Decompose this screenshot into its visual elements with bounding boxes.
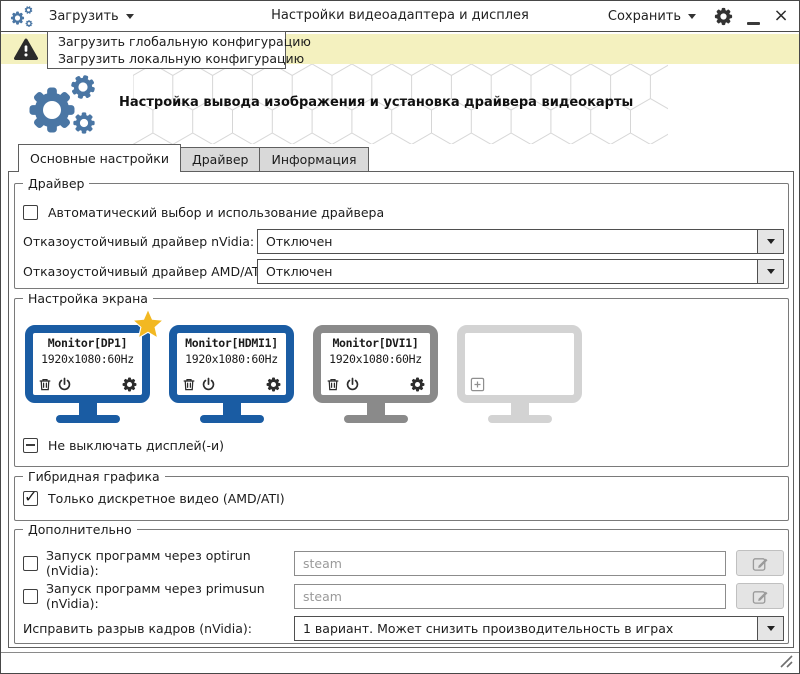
monitor-name: Monitor[DVI1] — [332, 336, 419, 350]
keep-display-on-checkbox[interactable] — [23, 438, 38, 453]
combo-arrow-button[interactable] — [757, 616, 783, 640]
monitor-settings-icon[interactable] — [410, 377, 425, 392]
status-bar — [1, 652, 799, 673]
delete-monitor-icon[interactable] — [38, 377, 52, 392]
hexagon-pattern — [133, 64, 668, 144]
monitor-name: Monitor[DP1] — [47, 336, 128, 350]
tab-bar: Основные настройки Драйвер Информация — [18, 144, 369, 172]
optirun-edit-button[interactable] — [736, 550, 784, 576]
monitor-dvi1[interactable]: Monitor[DVI1] 1920x1080:60Hz — [313, 325, 438, 423]
edit-pencil-icon — [752, 590, 767, 604]
combo-arrow-button[interactable] — [757, 260, 783, 283]
amd-failsafe-combobox[interactable]: Отключен — [257, 259, 784, 284]
monitor-dp1[interactable]: Monitor[DP1] 1920x1080:60Hz — [25, 309, 163, 423]
nvidia-failsafe-combobox[interactable]: Отключен — [257, 229, 784, 254]
delete-monitor-icon[interactable] — [326, 377, 340, 392]
monitor-row: Monitor[DP1] 1920x1080:60Hz Monitor[HD — [25, 309, 582, 423]
primusun-edit-button[interactable] — [736, 583, 784, 609]
hybrid-group-title: Гибридная графика — [23, 468, 165, 485]
optirun-checkbox[interactable] — [23, 555, 38, 571]
tab-driver[interactable]: Драйвер — [180, 147, 261, 171]
warning-triangle-icon — [13, 38, 39, 60]
top-bar: Загрузить Настройки видеоадаптера и дисп… — [1, 1, 799, 32]
combo-arrow-button[interactable] — [757, 230, 783, 253]
delete-monitor-icon[interactable] — [182, 377, 196, 392]
power-monitor-icon[interactable] — [57, 377, 72, 392]
tearing-value: 1 вариант. Может снизить производительно… — [303, 620, 674, 636]
banner-title: Настройка вывода изображения и установка… — [119, 95, 634, 110]
optirun-label: Запуск программ через optirun (nVidia): — [46, 548, 251, 578]
chevron-down-icon — [766, 239, 775, 244]
nvidia-failsafe-value: Отключен — [266, 234, 333, 249]
tearing-label: Исправить разрыв кадров (nVidia): — [23, 620, 252, 636]
discrete-only-checkbox[interactable] — [23, 487, 38, 506]
primusun-command-input[interactable] — [294, 583, 726, 609]
load-button[interactable]: Загрузить — [49, 1, 134, 31]
hybrid-groupbox: Гибридная графика Только дискретное виде… — [14, 468, 789, 521]
save-button[interactable]: Сохранить — [608, 1, 696, 31]
banner-gears-logo — [25, 72, 107, 142]
save-button-label: Сохранить — [607, 8, 681, 24]
keep-display-on-label: Не выключать дисплей(-и) — [48, 438, 225, 453]
optirun-command-input[interactable] — [294, 550, 726, 576]
monitor-settings-icon[interactable] — [266, 377, 281, 392]
menu-item-load-global[interactable]: Загрузить глобальную конфигурацию — [58, 34, 311, 49]
monitor-hdmi1[interactable]: Monitor[HDMI1] 1920x1080:60Hz — [169, 325, 294, 423]
screen-group-title: Настройка экрана — [23, 290, 153, 307]
monitor-resolution: 1920x1080:60Hz — [185, 352, 278, 366]
monitor-name: Monitor[HDMI1] — [185, 336, 278, 350]
extra-group-title: Дополнительно — [23, 521, 137, 538]
extra-groupbox: Дополнительно Запуск программ через opti… — [14, 521, 789, 644]
header-banner: Настройка вывода изображения и установка… — [1, 64, 799, 144]
primusun-label: Запуск программ через primusun (nVidia): — [46, 581, 265, 611]
nvidia-failsafe-label: Отказоустойчивый драйвер nVidia: — [23, 234, 255, 249]
tab-main-settings[interactable]: Основные настройки — [18, 144, 181, 172]
auto-driver-checkbox[interactable] — [23, 205, 38, 220]
amd-failsafe-value: Отключен — [266, 264, 333, 279]
edit-pencil-icon — [752, 557, 767, 571]
monitor-resolution: 1920x1080:60Hz — [329, 352, 422, 366]
primusun-checkbox[interactable] — [23, 588, 38, 604]
load-button-label: Загрузить — [49, 8, 119, 24]
monitor-resolution: 1920x1080:60Hz — [41, 352, 134, 366]
chevron-down-icon — [125, 13, 134, 19]
resize-grip[interactable] — [779, 654, 794, 669]
discrete-only-label: Только дискретное видео (AMD/ATI) — [48, 491, 285, 506]
primary-star-icon — [132, 309, 164, 345]
load-dropdown-menu: Загрузить глобальную конфигурацию Загруз… — [47, 31, 311, 69]
app-logo-gears-icon — [9, 4, 37, 33]
settings-gear-button[interactable] — [713, 7, 733, 27]
tab-info[interactable]: Информация — [260, 147, 369, 171]
driver-groupbox: Драйвер Автоматический выбор и использов… — [14, 175, 789, 289]
tearing-combobox[interactable]: 1 вариант. Может снизить производительно… — [294, 615, 784, 641]
close-button[interactable]: × — [771, 1, 791, 31]
monitor-settings-icon[interactable] — [122, 377, 137, 392]
add-monitor-icon[interactable] — [470, 377, 485, 392]
power-monitor-icon[interactable] — [201, 377, 216, 392]
tab-page-main-settings: Драйвер Автоматический выбор и использов… — [8, 171, 794, 648]
chevron-down-icon — [766, 625, 775, 631]
amd-failsafe-label: Отказоустойчивый драйвер AMD/ATI: — [23, 264, 268, 279]
chevron-down-icon — [766, 269, 775, 274]
chevron-down-icon — [688, 13, 696, 19]
auto-driver-label: Автоматический выбор и использование дра… — [48, 205, 385, 220]
menu-item-load-local[interactable]: Загрузить локальную конфигурацию — [58, 51, 305, 66]
minimize-button[interactable] — [744, 1, 762, 31]
driver-group-title: Драйвер — [23, 175, 90, 192]
monitor-add-slot[interactable] — [457, 325, 582, 423]
screen-groupbox: Настройка экрана Monitor[DP1] 1920x1080:… — [14, 290, 789, 467]
power-monitor-icon[interactable] — [345, 377, 360, 392]
